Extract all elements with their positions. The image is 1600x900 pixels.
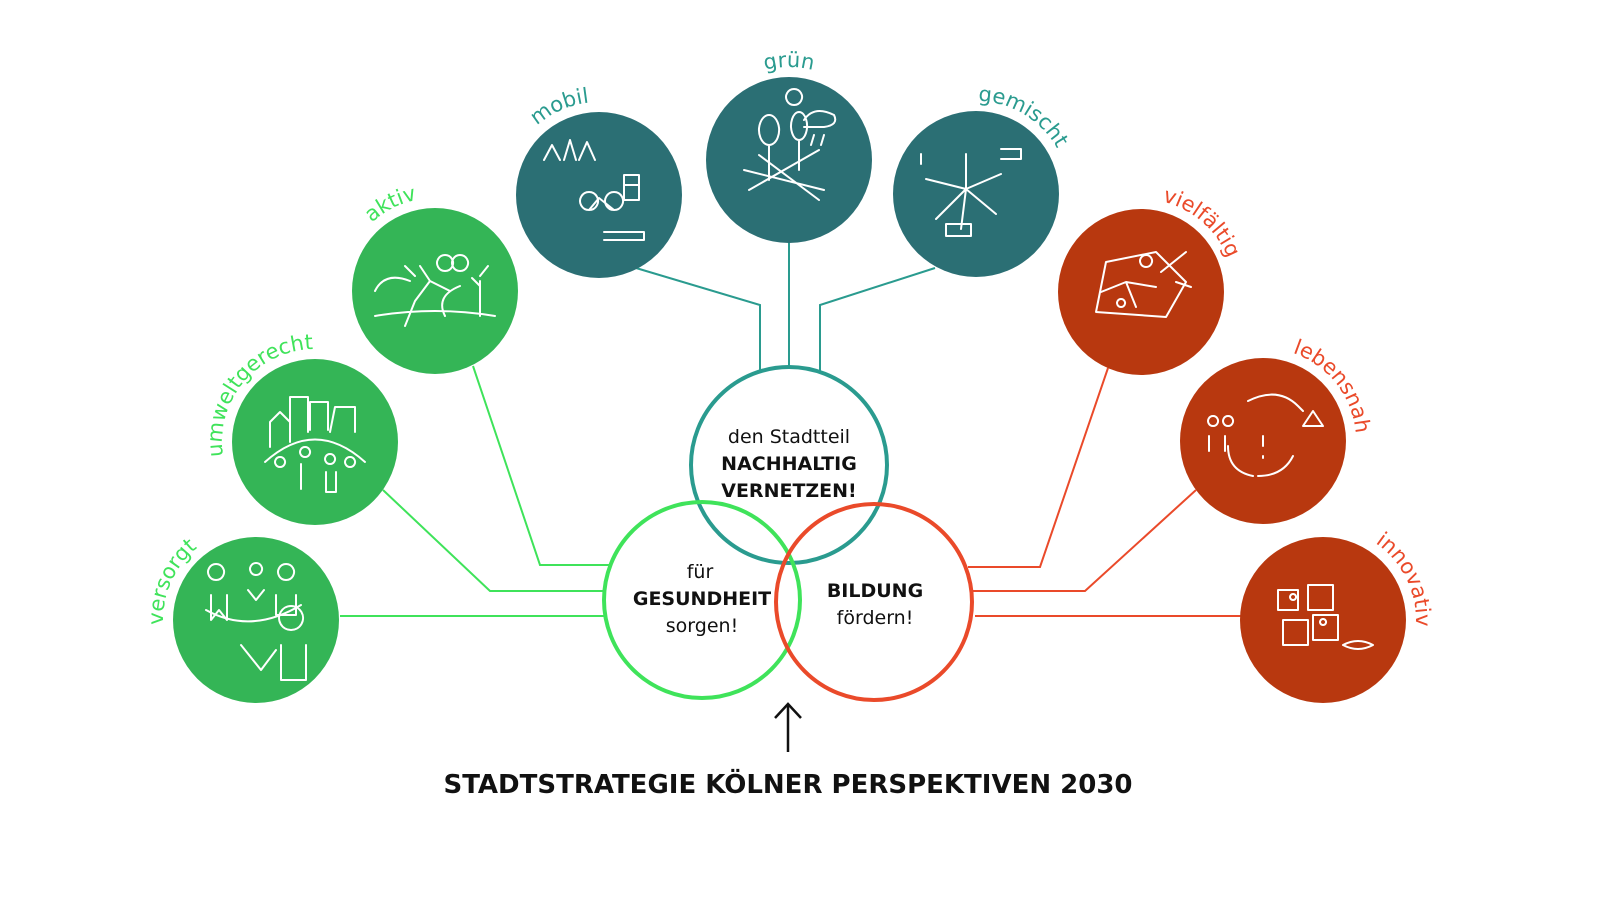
center-circle-vernetzen: [689, 365, 889, 565]
trees-rain-sketch-icon: [743, 88, 837, 201]
healthcare-sketch-icon: [205, 562, 307, 681]
connector-lines: [340, 242, 1242, 617]
theme-circle-vielfältig: [1058, 209, 1224, 375]
center-green-line2: GESUNDHEIT: [633, 588, 771, 610]
center-green-line3: sorgen!: [666, 615, 738, 637]
connector-lebensnah: [972, 489, 1197, 592]
theme-circle-umweltgerecht: [232, 359, 398, 525]
theme-grün: grün: [706, 48, 872, 243]
network-map-sketch-icon: [1095, 251, 1192, 318]
connector-vielfältig: [968, 367, 1109, 568]
theme-umweltgerecht: umweltgerecht: [203, 330, 398, 525]
theme-circle-grün: [706, 77, 872, 243]
theme-mobil: mobil: [516, 84, 682, 278]
theme-circle-mobil: [516, 112, 682, 278]
puzzle-graduation-sketch-icon: [1277, 584, 1374, 650]
connector-umweltgerecht: [382, 489, 605, 592]
center-red-line1: BILDUNG: [827, 580, 923, 602]
theme-aktiv: aktiv: [352, 181, 518, 374]
theme-versorgt: versorgt: [144, 533, 339, 703]
center-red-line2: fördern!: [837, 607, 914, 629]
theme-innovativ: innovativ: [1240, 528, 1435, 703]
center-green-line1: für: [687, 561, 714, 583]
theme-gemischt: gemischt: [893, 82, 1073, 277]
theme-label-grün: grün: [761, 48, 816, 75]
connector-aktiv: [472, 365, 610, 566]
arrow-up-icon: [774, 702, 802, 752]
connector-gemischt: [819, 267, 936, 372]
theme-vielfältig: vielfältig: [1058, 183, 1245, 375]
theme-circle-aktiv: [352, 208, 518, 374]
theme-circle-gemischt: [893, 111, 1059, 277]
mixed-use-sketch-icon: [920, 148, 1022, 237]
center-circle-gesundheit: [602, 500, 802, 700]
running-cycling-sketch-icon: [374, 254, 496, 327]
center-teal-line2: NACHHALTIG: [721, 453, 857, 475]
cycle-people-sketch-icon: [1207, 393, 1324, 477]
center-circle-bildung: [774, 502, 974, 702]
center-teal-line1: den Stadtteil: [728, 426, 850, 448]
theme-lebensnah: lebensnah: [1180, 335, 1375, 524]
city-people-sketch-icon: [264, 396, 366, 493]
connector-mobil: [635, 267, 761, 372]
footer-title: STADTSTRATEGIE KÖLNER PERSPEKTIVEN 2030: [443, 767, 1132, 800]
center-teal-line3: VERNETZEN!: [721, 480, 856, 502]
bike-train-sketch-icon: [543, 139, 645, 241]
